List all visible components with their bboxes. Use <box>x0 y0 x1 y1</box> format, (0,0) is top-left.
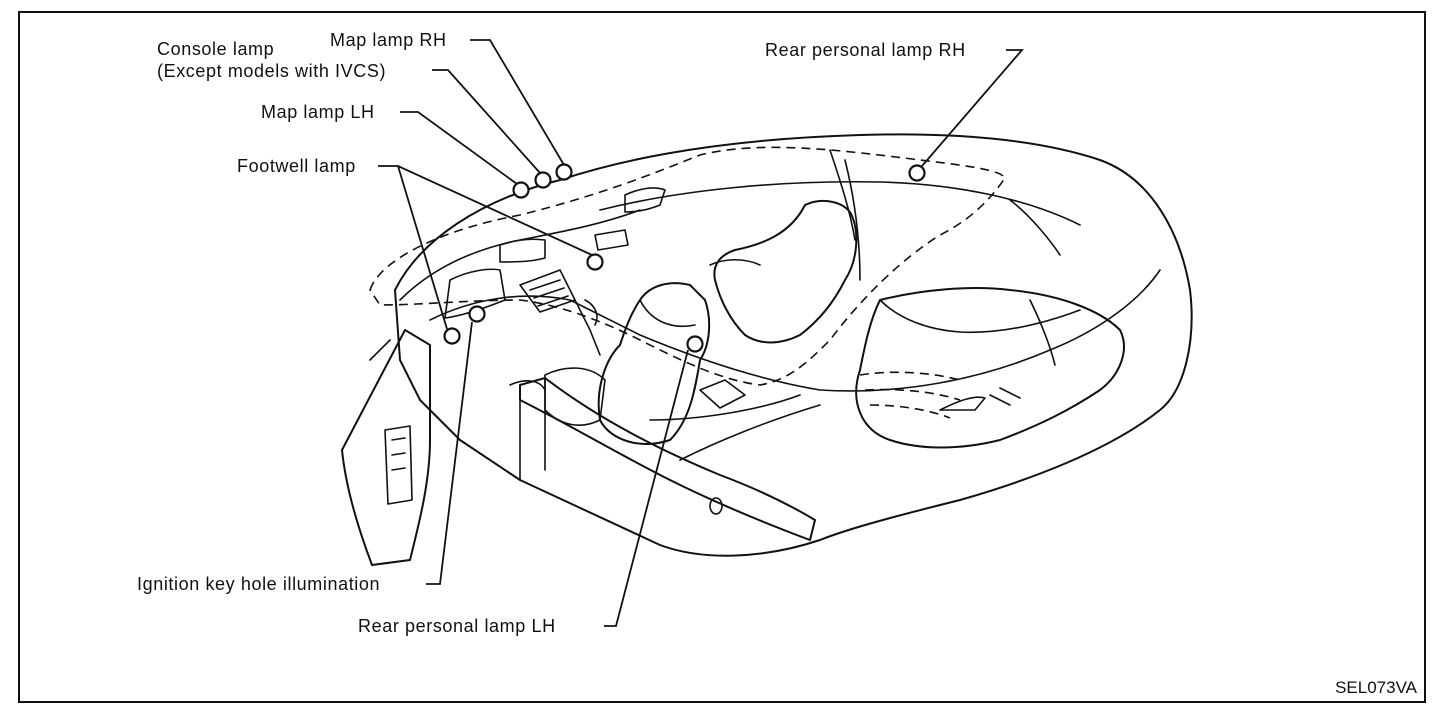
diagram-frame <box>18 11 1426 703</box>
leader-lines <box>378 39 1024 627</box>
vehicle-interior-illustration <box>341 133 1193 566</box>
label-console-lamp-line1: Console lamp <box>157 39 274 59</box>
passenger-seat <box>713 199 858 344</box>
open-door-panel <box>341 329 431 566</box>
label-footwell-lamp: Footwell lamp <box>237 156 356 176</box>
rear-personal-lamp-lh-marker <box>686 335 704 353</box>
label-map-lamp-rh: Map lamp RH <box>330 30 447 50</box>
leader-footwell-lamp-2 <box>397 165 448 330</box>
leader-map-lamp-lh <box>400 111 518 185</box>
label-map-lamp-lh: Map lamp LH <box>261 102 375 122</box>
label-ignition-key-hole-illumination: Ignition key hole illumination <box>137 574 380 594</box>
leader-rear-personal-lamp-lh <box>604 349 689 627</box>
rear-seat <box>855 287 1125 449</box>
lamp-markers <box>443 163 926 353</box>
rear-personal-lamp-rh-marker <box>908 164 926 182</box>
driver-seat <box>597 282 711 445</box>
roof-outline-dashed <box>369 146 1006 386</box>
ignition-key-hole-marker <box>468 305 486 323</box>
leader-console-lamp <box>432 69 541 174</box>
leader-map-lamp-rh <box>470 39 565 166</box>
leader-ignition-key-hole <box>426 321 473 585</box>
door-sill <box>519 377 816 541</box>
label-rear-personal-lamp-rh: Rear personal lamp RH <box>765 40 966 60</box>
floor-outline <box>429 269 1161 392</box>
footwell-lamp-marker-2 <box>443 327 461 345</box>
label-console-lamp-line2: (Except models with IVCS) <box>157 61 386 81</box>
map-lamp-rh-marker <box>555 163 573 181</box>
callout-labels: Map lamp RH Console lamp (Except models … <box>137 30 966 636</box>
label-rear-personal-lamp-lh: Rear personal lamp LH <box>358 616 556 636</box>
footwell-lamp-marker-1 <box>586 253 604 271</box>
body-outline <box>394 133 1193 557</box>
map-lamp-lh-marker <box>512 181 530 199</box>
console-lamp-marker <box>534 171 552 189</box>
leader-rear-personal-lamp-rh <box>921 49 1024 167</box>
figure-code: SEL073VA <box>1335 678 1418 697</box>
